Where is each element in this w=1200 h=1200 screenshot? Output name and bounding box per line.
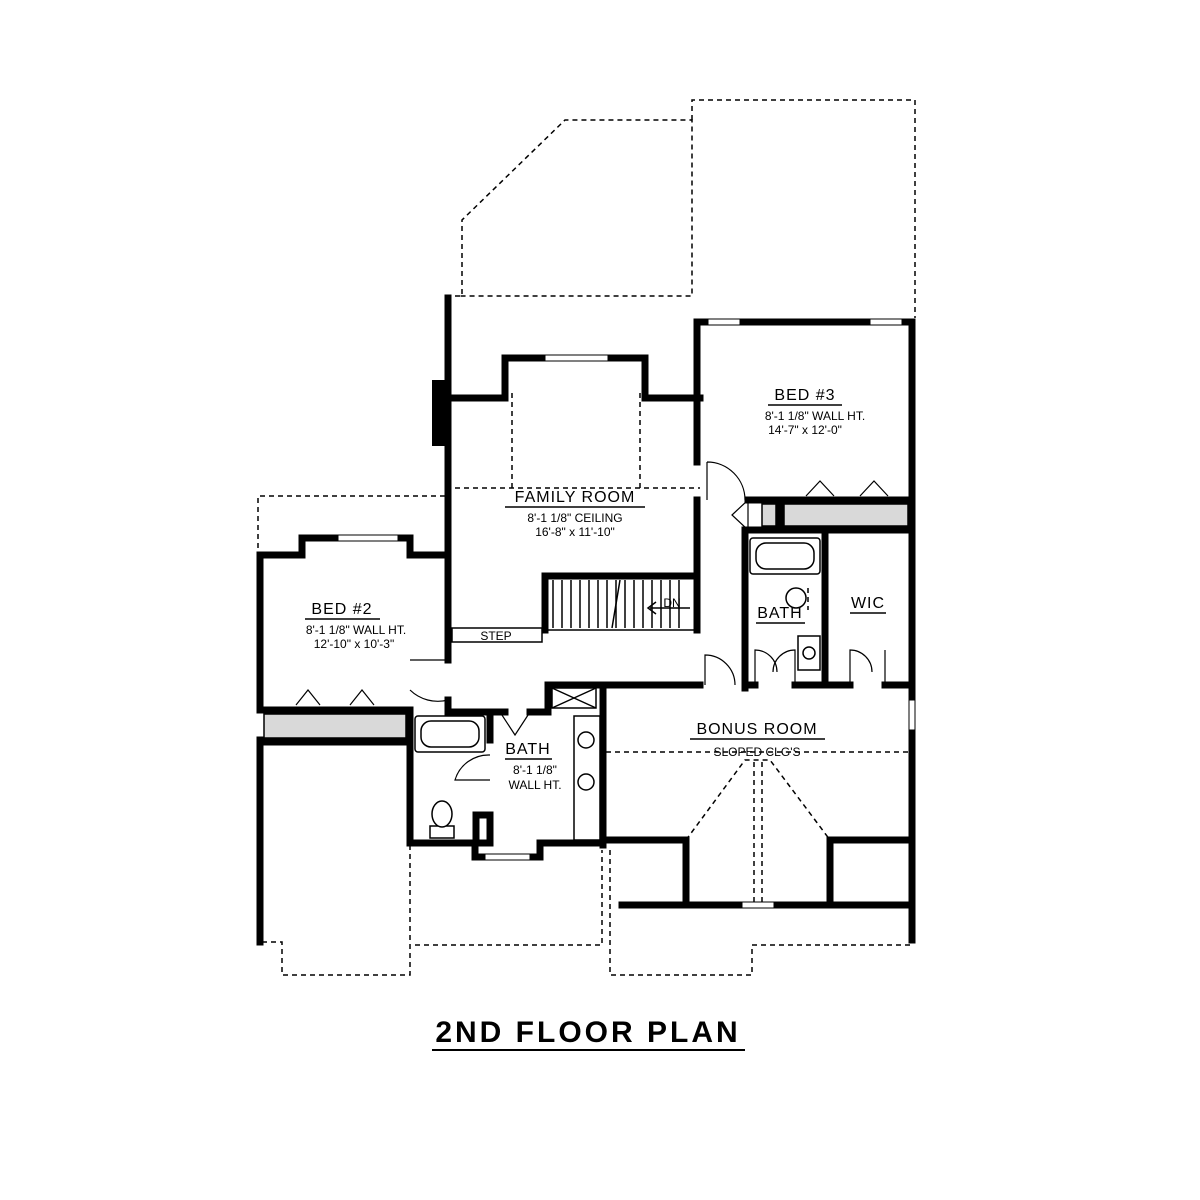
bed2-closet-shelf	[263, 713, 407, 739]
plan-title: 2ND FLOOR PLAN	[435, 1016, 740, 1049]
windows	[337, 318, 916, 909]
stair	[451, 579, 697, 643]
door-bed2[interactable]	[409, 659, 449, 702]
toilet-hall	[431, 800, 453, 828]
window-bonus-front	[741, 901, 775, 909]
bed2-size: 12'-10" x 10'-3"	[314, 637, 394, 651]
sink-hall-2	[577, 773, 595, 791]
tub-hall-basin	[420, 720, 480, 748]
window-bed3-left	[707, 318, 741, 326]
fireplace	[432, 380, 448, 446]
bonus-room-name: BONUS ROOM	[696, 721, 817, 738]
family-room-size: 16'-8" x 11'-10"	[535, 525, 615, 539]
walls	[256, 294, 916, 946]
hall-bath-line2: WALL HT.	[508, 778, 561, 792]
wic-name: WIC	[851, 595, 885, 612]
room-labels: FAMILY ROOM 8'-1 1/8" CEILING 16'-8" x 1…	[305, 387, 886, 792]
fixtures	[414, 537, 821, 841]
step-outline	[451, 627, 543, 643]
bed2-name: BED #2	[311, 601, 372, 618]
family-room-ceiling: 8'-1 1/8" CEILING	[527, 511, 622, 525]
toilet-tank	[429, 825, 455, 839]
window-bonus-side	[908, 699, 916, 731]
door-hall-bath[interactable]	[499, 711, 531, 737]
master-bath-name: BATH	[757, 605, 802, 622]
door-linen[interactable]	[731, 498, 749, 532]
bed3-size: 14'-7" x 12'-0"	[768, 423, 842, 437]
sink-basin	[802, 646, 816, 660]
step-label: STEP	[480, 629, 511, 643]
bed2-closet-doors[interactable]	[295, 689, 375, 706]
door-toilet[interactable]	[454, 754, 491, 781]
plan-title-group: 2ND FLOOR PLAN	[432, 1016, 745, 1051]
door-master-bath[interactable]	[754, 649, 796, 685]
window-hall-bath	[484, 853, 531, 861]
stair-arrow-icon	[646, 601, 690, 615]
door-bonus[interactable]	[704, 654, 736, 686]
stair-down-label: DN	[663, 596, 680, 610]
window-family-room	[544, 354, 609, 362]
bed3-closet-doors[interactable]	[805, 480, 889, 497]
bed3-name: BED #3	[774, 387, 835, 404]
tub-basin	[755, 542, 815, 570]
hall-bath-name: BATH	[505, 741, 550, 758]
window-bed2	[337, 534, 399, 542]
door-bed3[interactable]	[706, 461, 746, 501]
bed3-wall-height: 8'-1 1/8" WALL HT.	[765, 409, 865, 423]
bed3-closet-shelf	[783, 503, 909, 527]
linen-closet-cross	[551, 687, 597, 709]
toilet-master	[785, 587, 807, 609]
window-bed3-right	[869, 318, 903, 326]
roof-outline-lines	[257, 99, 916, 976]
door-wic[interactable]	[849, 649, 886, 685]
linen-shelf	[761, 503, 777, 527]
bed2-wall-height: 8'-1 1/8" WALL HT.	[306, 623, 406, 637]
closet-shelves	[263, 503, 909, 739]
sink-hall-1	[577, 731, 595, 749]
family-room-name: FAMILY ROOM	[515, 489, 636, 506]
hall-bath-line1: 8'-1 1/8"	[513, 763, 557, 777]
bonus-room-ceiling: SLOPED CLG'S	[714, 745, 801, 759]
doors	[295, 461, 889, 781]
